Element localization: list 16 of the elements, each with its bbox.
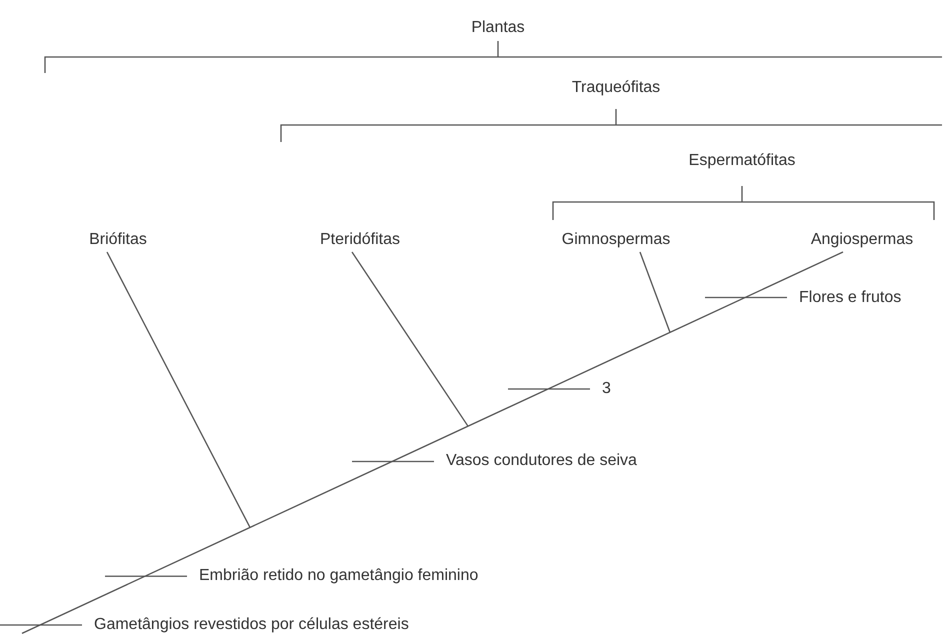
taxon-label: Angiospermas bbox=[810, 231, 914, 249]
branch-line bbox=[351, 252, 469, 427]
clade-label: Plantas bbox=[471, 19, 525, 37]
trunk-line bbox=[22, 251, 844, 634]
character-label: Flores e frutos bbox=[799, 288, 902, 307]
character-label: Vasos condutores de seiva bbox=[446, 452, 637, 470]
branch-line bbox=[106, 252, 251, 528]
clade-label: Traqueófitas bbox=[572, 79, 660, 97]
clade-label: Espermatófitas bbox=[688, 152, 796, 170]
taxon-label: Gimnospermas bbox=[562, 231, 670, 249]
character-label: 3 bbox=[602, 380, 611, 398]
taxon-label: Pteridófitas bbox=[320, 231, 400, 249]
character-label: Gametângios revestidos por células estéreis bbox=[94, 616, 409, 634]
branch-line bbox=[639, 252, 671, 333]
taxon-label: Briófitas bbox=[89, 231, 147, 249]
character-label: Embrião retido no gametângio feminino bbox=[199, 567, 478, 586]
